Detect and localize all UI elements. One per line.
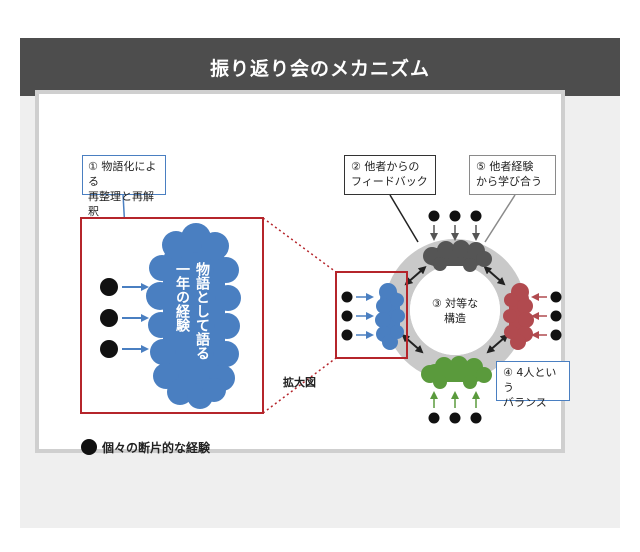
cloud-text-col2: 一年の経験 — [174, 262, 190, 332]
callout2-connector — [389, 194, 419, 243]
callout-narrative-line1: ① 物語化による — [88, 160, 157, 188]
center-label-line2: 構造 — [444, 312, 466, 325]
zoom-source-frame — [335, 271, 408, 359]
zoom-line-bottom — [262, 357, 337, 414]
zoom-label: 拡大図 — [283, 376, 316, 389]
arrows-small-top — [430, 225, 480, 241]
callout-narrative: ① 物語化による 再整理と再解釈 — [82, 155, 166, 218]
center-label: ③ 対等な 構造 — [420, 296, 490, 326]
story-cloud — [146, 223, 241, 409]
cloud-top — [423, 240, 492, 272]
cloud-text: 物語として語る 一年の経験 — [174, 262, 210, 382]
cloud-left — [375, 283, 405, 350]
callout-narrative-line2: 再整理と再解釈 — [88, 190, 154, 218]
page-title: 振り返り会のメカニズム — [20, 38, 620, 96]
fragment-dots-left — [100, 278, 118, 358]
arrows-small-left — [356, 293, 374, 339]
callout-peer-learning: ⑤ 他者経験 から学び合う — [469, 155, 556, 195]
callout-peer-learning-line2: から学び合う — [476, 175, 542, 188]
cloud-right — [503, 283, 534, 350]
center-label-line1: ③ 対等な — [431, 297, 479, 310]
legend-dot — [81, 439, 97, 455]
callout-balance-line1: ④ 4人という — [503, 366, 557, 394]
legend-text: 個々の断片的な経験 — [102, 441, 211, 455]
center-circle — [410, 265, 500, 355]
callout-feedback: ② 他者からの フィードバック — [344, 155, 436, 195]
fragment-dots-small-left — [341, 291, 353, 341]
cloud-bottom — [421, 356, 492, 389]
callout-peer-learning-line1: ⑤ 他者経験 — [476, 160, 534, 173]
arrows-small-bottom — [430, 391, 480, 408]
fragment-dots-small-bottom — [428, 412, 482, 424]
input-arrows-left — [122, 283, 149, 353]
zoom-line-top — [262, 217, 337, 273]
callout-feedback-line2: フィードバック — [351, 175, 428, 188]
callout5-connector — [484, 194, 516, 243]
fragment-dots-small-right — [550, 291, 562, 341]
callout-balance: ④ 4人という バランス — [496, 361, 570, 409]
fragment-dots-small-top — [428, 210, 482, 222]
callout-feedback-line1: ② 他者からの — [351, 160, 420, 173]
arrows-small-right — [531, 293, 547, 339]
exchange-arrows — [401, 266, 509, 354]
callout-balance-line2: バランス — [503, 396, 547, 409]
cloud-text-col1: 物語として語る — [194, 262, 210, 360]
